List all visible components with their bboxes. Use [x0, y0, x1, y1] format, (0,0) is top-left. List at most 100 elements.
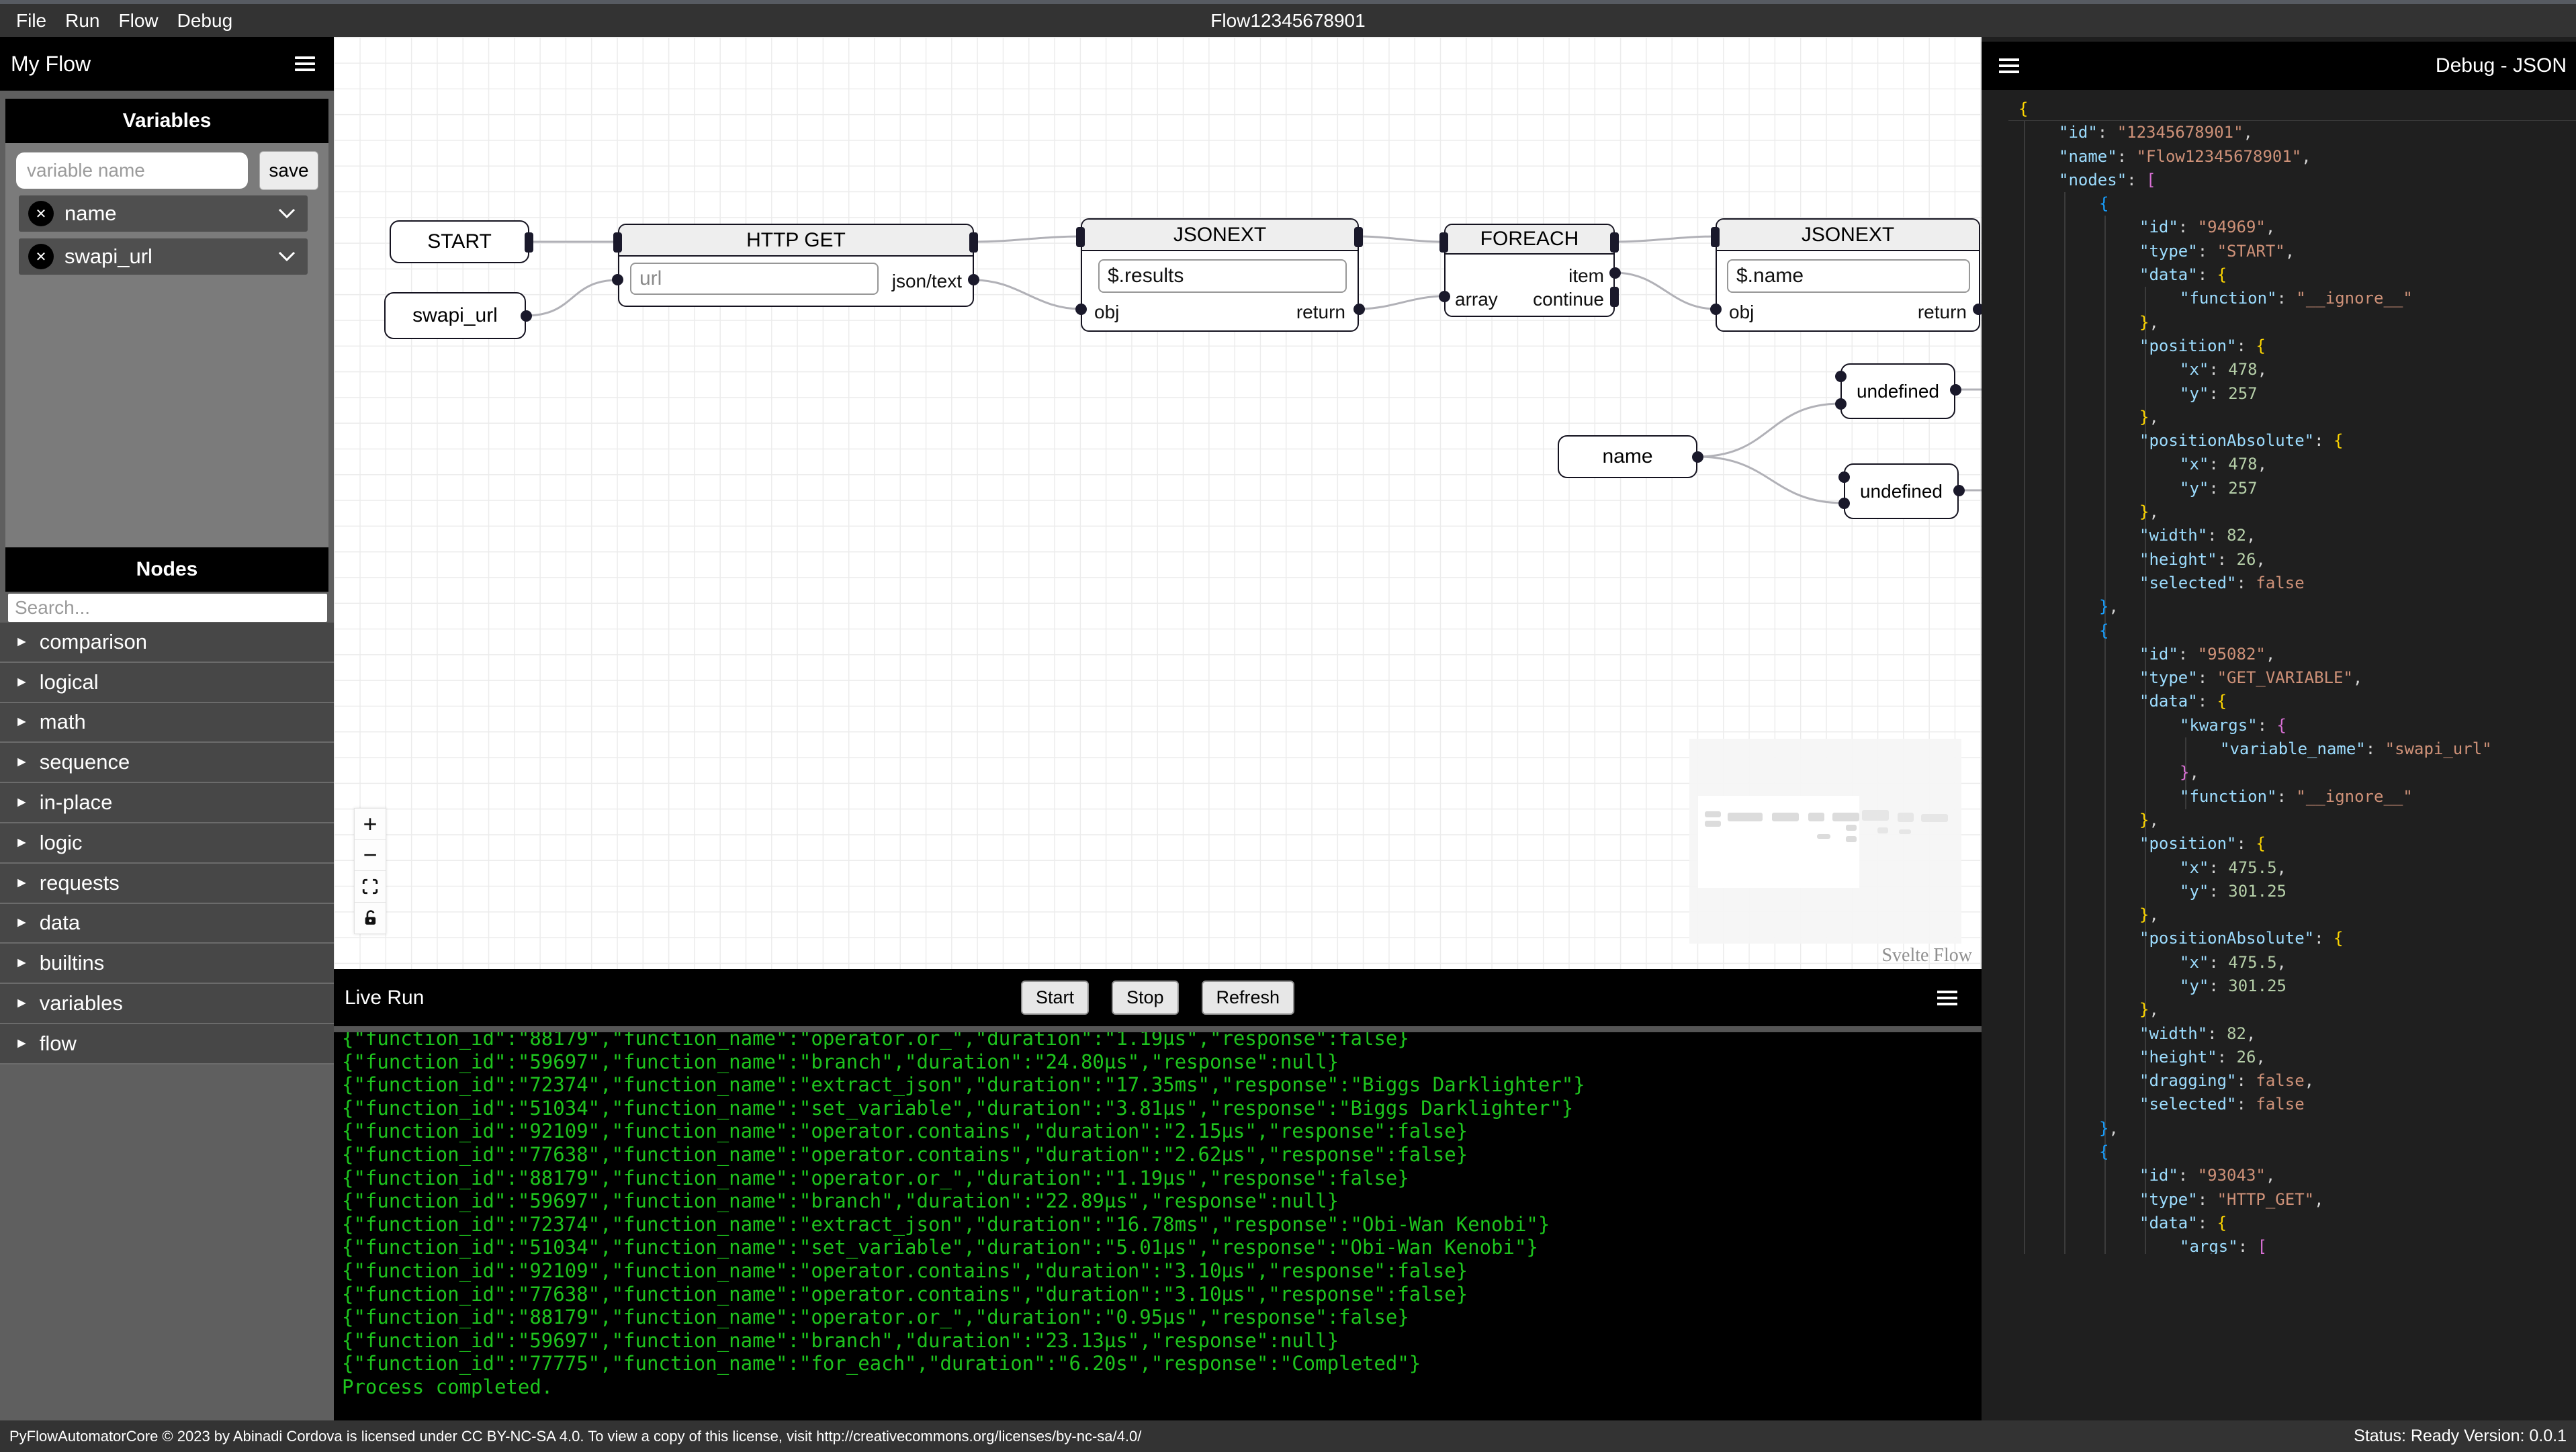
port-foreach-exec-out[interactable]: [1610, 232, 1619, 253]
debug-menu-icon[interactable]: [1999, 55, 2019, 77]
json-tree[interactable]: {"id": "12345678901","name": "Flow123456…: [1982, 97, 2576, 1254]
edge-foreach-jsonext2[interactable]: [1613, 235, 1717, 243]
node-category-math[interactable]: ►math: [0, 703, 334, 743]
zoom-out-button[interactable]: −: [354, 840, 386, 871]
sidebar-menu-icon[interactable]: [295, 53, 315, 75]
port-undefined1-in-a[interactable]: [1835, 371, 1847, 382]
port-jsonext1-exec-out[interactable]: [1354, 227, 1363, 247]
port-foreach-array-in[interactable]: [1439, 291, 1450, 302]
edge-jsontext-obj[interactable]: [973, 279, 1082, 310]
fit-view-button[interactable]: [354, 871, 386, 903]
node-start[interactable]: START: [390, 220, 529, 263]
node-swapi-url[interactable]: swapi_url: [384, 292, 526, 339]
node-foreach[interactable]: FOREACH item continue array: [1444, 224, 1615, 317]
minimap-viewport[interactable]: [1698, 796, 1859, 888]
delete-variable-icon[interactable]: ✕: [28, 201, 54, 226]
node-category-sequence[interactable]: ►sequence: [0, 743, 334, 784]
jsonext-1-path-input[interactable]: [1098, 259, 1347, 293]
node-undefined-1[interactable]: undefined: [1840, 363, 1955, 419]
port-jsonext1-obj-in[interactable]: [1075, 304, 1087, 315]
console-output[interactable]: {"function_id":"88179","function_name":"…: [334, 1032, 1982, 1420]
console-line: Process completed.: [342, 1375, 553, 1398]
variable-item-label: swapi_url: [64, 244, 152, 268]
json-line: "kwargs": {: [2180, 715, 2286, 735]
node-category-in-place[interactable]: ►in-place: [0, 783, 334, 823]
node-jsonext-2-title[interactable]: JSONEXT: [1717, 220, 1979, 251]
port-foreach-item-out[interactable]: [1609, 267, 1621, 279]
port-httpget-json-out[interactable]: [968, 274, 979, 285]
edge-return-array[interactable]: [1358, 295, 1446, 310]
flow-canvas[interactable]: START swapi_url HTTP GET json/text JSONE…: [334, 37, 1982, 969]
json-line: "width": 82,: [2139, 526, 2256, 545]
port-start-exec-out[interactable]: [525, 232, 533, 253]
port-jsonext1-exec-in[interactable]: [1076, 227, 1085, 247]
menu-item-flow[interactable]: Flow: [118, 9, 159, 31]
delete-variable-icon[interactable]: ✕: [28, 244, 54, 269]
node-category-logic[interactable]: ►logic: [0, 823, 334, 864]
port-jsonext2-return-out[interactable]: [1973, 304, 1982, 315]
edge-swapi-httpget-url[interactable]: [525, 279, 619, 317]
edge-name-undefined2[interactable]: [1696, 455, 1845, 504]
node-jsonext-1[interactable]: JSONEXT obj return: [1081, 218, 1359, 332]
chevron-down-icon[interactable]: [278, 251, 296, 262]
stop-button[interactable]: Stop: [1111, 981, 1179, 1015]
port-jsonext2-exec-in[interactable]: [1711, 227, 1720, 247]
refresh-button[interactable]: Refresh: [1201, 981, 1295, 1015]
port-swapi-out[interactable]: [521, 310, 532, 322]
port-undefined1-out[interactable]: [1950, 384, 1961, 396]
edge-name-undefined1[interactable]: [1696, 402, 1842, 458]
port-httpget-url-in[interactable]: [612, 274, 623, 285]
node-category-flow[interactable]: ►flow: [0, 1024, 334, 1064]
edge-item-obj2[interactable]: [1613, 271, 1717, 310]
variable-name-input[interactable]: [16, 152, 248, 189]
chevron-down-icon[interactable]: [278, 208, 296, 219]
port-undefined2-in-a[interactable]: [1838, 471, 1850, 483]
menu-item-file[interactable]: File: [16, 9, 47, 31]
node-category-comparison[interactable]: ►comparison: [0, 623, 334, 663]
node-http-get-title[interactable]: HTTP GET: [619, 225, 973, 257]
port-undefined1-in-b[interactable]: [1835, 398, 1847, 410]
json-line: {: [2099, 194, 2109, 214]
http-get-url-input[interactable]: [630, 263, 879, 295]
port-jsonext2-obj-in[interactable]: [1710, 304, 1722, 315]
start-button[interactable]: Start: [1020, 981, 1089, 1015]
node-name[interactable]: name: [1558, 435, 1697, 478]
node-foreach-title[interactable]: FOREACH: [1446, 225, 1613, 255]
jsonext-2-path-input[interactable]: [1727, 259, 1970, 293]
port-foreach-exec-in[interactable]: [1439, 232, 1448, 253]
json-line: "height": 26,: [2139, 549, 2266, 569]
license-text: PyFlowAutomatorCore © 2023 by Abinadi Co…: [9, 1427, 1142, 1445]
console-line: {"function_id":"59697","function_name":"…: [342, 1328, 1339, 1352]
node-category-label: requests: [39, 870, 120, 895]
zoom-in-button[interactable]: +: [354, 808, 386, 840]
edge-jsonext1-foreach[interactable]: [1358, 235, 1446, 243]
node-category-data[interactable]: ►data: [0, 904, 334, 944]
lock-button[interactable]: [354, 903, 386, 934]
node-http-get[interactable]: HTTP GET json/text: [618, 224, 974, 307]
port-httpget-exec-out[interactable]: [969, 232, 978, 253]
svelte-flow-attribution[interactable]: Svelte Flow: [1881, 945, 1972, 966]
variable-item-name[interactable]: ✕name: [19, 195, 308, 232]
live-run-menu-icon[interactable]: [1937, 987, 1957, 1009]
minimap[interactable]: [1689, 739, 1961, 944]
node-category-builtins[interactable]: ►builtins: [0, 944, 334, 985]
edge-httpget-jsonext1[interactable]: [973, 235, 1082, 243]
node-search-input[interactable]: [8, 594, 327, 622]
json-line: "selected": false: [2139, 1095, 2305, 1114]
variable-item-swapi_url[interactable]: ✕ swapi_url: [19, 238, 308, 275]
port-undefined2-in-b[interactable]: [1838, 498, 1850, 509]
node-category-variables[interactable]: ►variables: [0, 984, 334, 1024]
menu-item-debug[interactable]: Debug: [177, 9, 233, 31]
node-category-logical[interactable]: ►logical: [0, 663, 334, 703]
node-jsonext-1-title[interactable]: JSONEXT: [1082, 220, 1358, 251]
port-foreach-continue-out[interactable]: [1610, 287, 1619, 307]
port-jsonext1-return-out[interactable]: [1353, 304, 1365, 315]
menu-item-run[interactable]: Run: [65, 9, 100, 31]
save-variable-button[interactable]: save: [259, 151, 318, 190]
port-httpget-exec-in[interactable]: [613, 232, 622, 253]
port-name-out[interactable]: [1692, 451, 1703, 463]
node-undefined-2[interactable]: undefined: [1844, 463, 1959, 519]
node-category-requests[interactable]: ►requests: [0, 864, 334, 904]
port-undefined2-out[interactable]: [1953, 485, 1965, 496]
node-jsonext-2[interactable]: JSONEXT obj return: [1716, 218, 1980, 332]
